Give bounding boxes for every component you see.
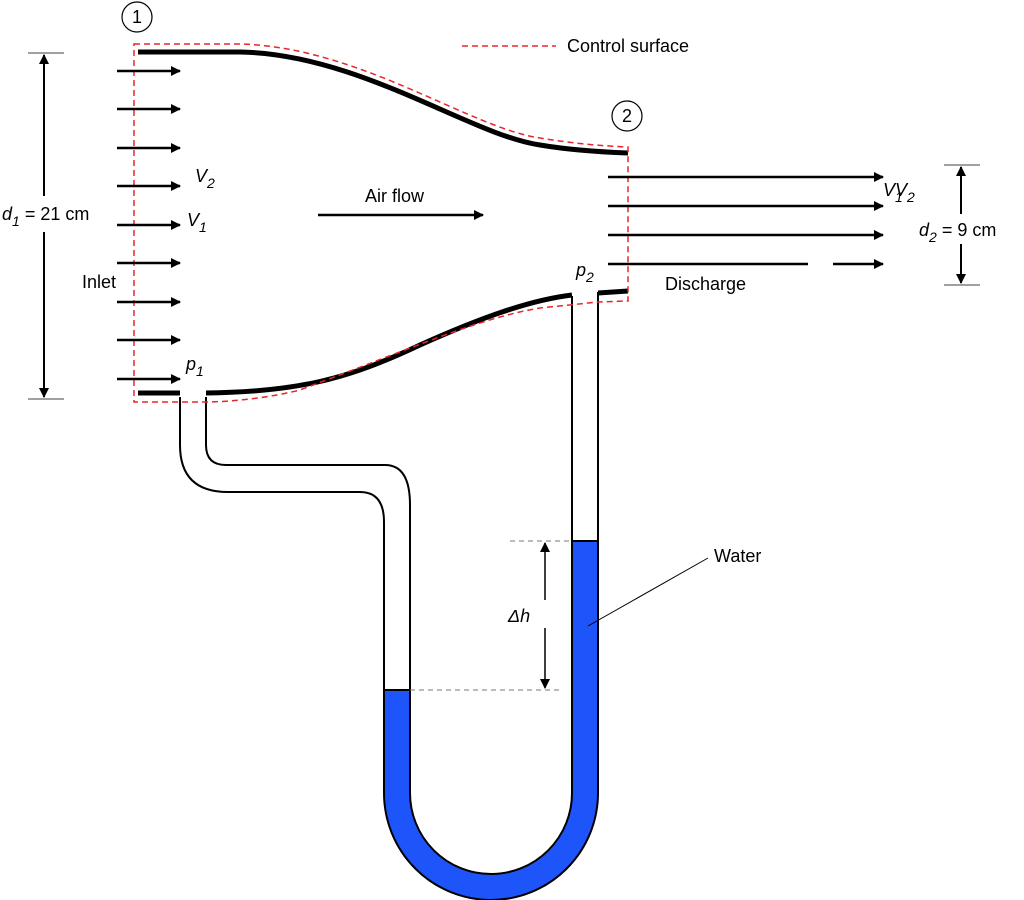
station-2-circle	[611, 100, 643, 132]
d2-label: d2 = 9 cm	[919, 220, 996, 245]
inlet-arrows	[117, 66, 181, 384]
water-label: Water	[714, 546, 761, 566]
station-1-circle	[121, 1, 153, 33]
exit-v2-symbol: V2	[895, 180, 915, 205]
station-2-label: 2	[622, 106, 632, 126]
station-1-label: 1	[132, 7, 142, 27]
manometer-outer-wall	[179, 292, 599, 900]
d1-label: d1 = 21 cm	[2, 204, 89, 229]
exit-v1-symbol: V1	[883, 180, 903, 205]
discharge-label: Discharge	[665, 274, 746, 294]
discharge-arrows	[608, 172, 884, 269]
inlet-label: Inlet	[82, 272, 116, 292]
p1-symbol: p1	[185, 354, 204, 379]
air-flow-label: Air flow	[365, 186, 425, 206]
control-surface	[133, 43, 629, 403]
nozzle-lower-wall-right	[597, 288, 629, 296]
water-leader-line	[587, 557, 709, 627]
legend-label: Control surface	[567, 36, 689, 56]
v1-symbol: V1	[187, 210, 207, 235]
v2-symbol: V2	[195, 166, 215, 191]
p2-symbol: p2	[575, 260, 594, 285]
nozzle-lower-wall	[205, 292, 573, 396]
manometer-water	[384, 541, 598, 900]
delta-h-label: Δh	[507, 606, 530, 626]
nozzle-upper-wall	[138, 49, 629, 156]
manometer-inner-wall	[205, 296, 573, 875]
